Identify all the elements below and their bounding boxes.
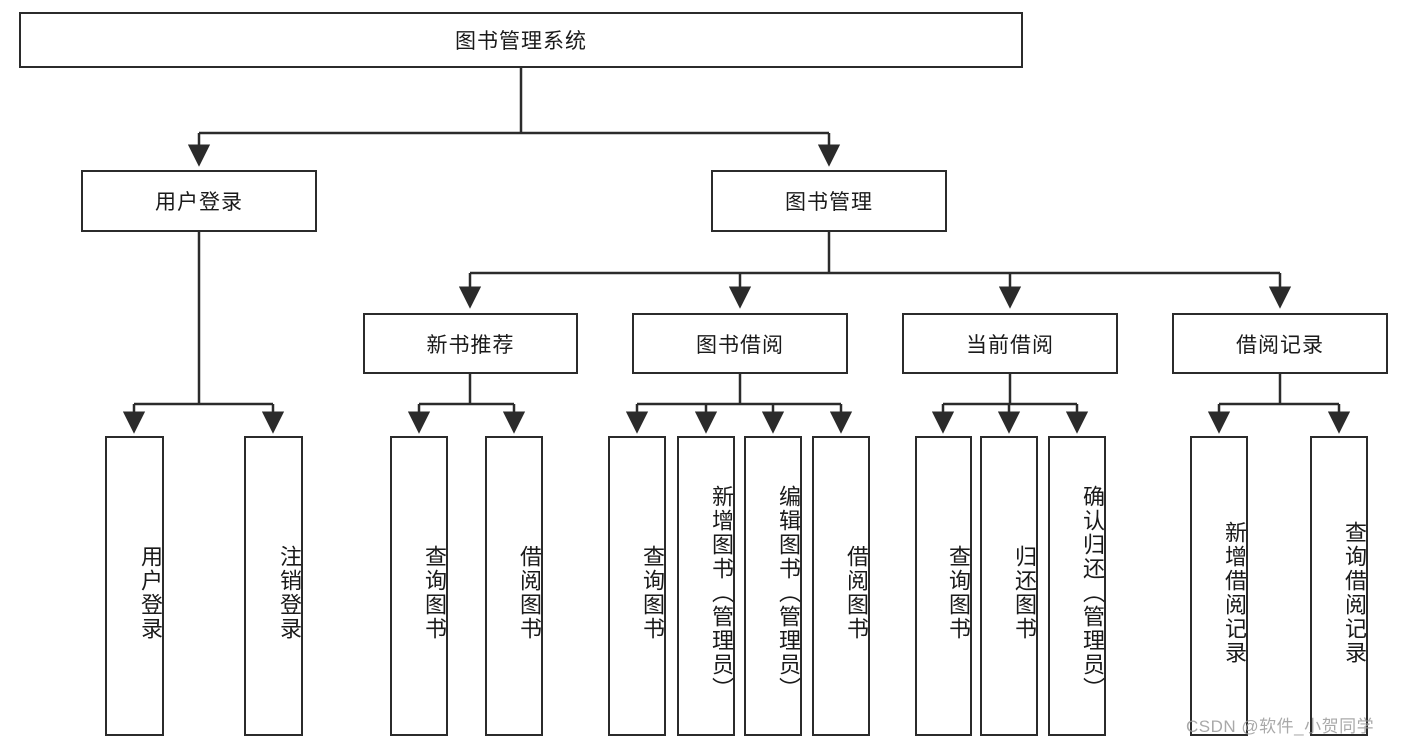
node-book-borrow-label: 图书借阅 [696,333,784,357]
leaf-query-book-current[interactable]: 查询图书 [915,436,972,736]
edge-borrow-to-leaves [625,374,853,434]
node-book-management-label: 图书管理 [785,191,873,214]
leaf-edit-book-admin-label: 编辑图书（管理员） [776,485,801,701]
edge-bookmgmt-to-level3 [458,232,1292,309]
node-user-login-label: 用户登录 [155,191,243,214]
leaf-query-borrow-record-label: 查询借阅记录 [1342,521,1367,665]
leaf-borrow-book[interactable]: 借阅图书 [812,436,870,736]
leaf-query-book-borrow-label: 查询图书 [640,545,665,641]
leaf-return-book-label: 归还图书 [1012,545,1037,641]
node-user-login[interactable]: 用户登录 [81,170,317,232]
edge-current-to-leaves [931,374,1089,434]
node-book-borrow[interactable]: 图书借阅 [632,313,848,374]
leaf-add-borrow-record-label: 新增借阅记录 [1222,521,1247,665]
node-borrow-record[interactable]: 借阅记录 [1172,313,1388,374]
leaf-query-book-borrow[interactable]: 查询图书 [608,436,666,736]
node-book-management[interactable]: 图书管理 [711,170,947,232]
leaf-query-book-current-label: 查询图书 [946,545,971,641]
node-new-book-recommend-label: 新书推荐 [426,333,515,357]
leaf-confirm-return-admin-label: 确认归还（管理员） [1080,485,1105,701]
edge-newbook-to-leaves [407,374,526,434]
edge-record-to-leaves [1207,374,1351,434]
leaf-add-book-admin-label: 新增图书（管理员） [709,485,734,701]
leaf-add-borrow-record[interactable]: 新增借阅记录 [1190,436,1248,736]
node-root-label: 图书管理系统 [455,30,587,53]
csdn-watermark: CSDN @软件_小贺同学 [1186,717,1375,736]
leaf-confirm-return-admin[interactable]: 确认归还（管理员） [1048,436,1106,736]
leaf-borrow-book-newbook[interactable]: 借阅图书 [485,436,543,736]
leaf-return-book[interactable]: 归还图书 [980,436,1038,736]
leaf-query-borrow-record[interactable]: 查询借阅记录 [1310,436,1368,736]
edge-userlogin-to-leaves [122,232,285,434]
node-root[interactable]: 图书管理系统 [19,12,1023,68]
leaf-query-book-newbook-label: 查询图书 [422,545,447,641]
edge-root-to-level2 [187,68,841,167]
leaf-borrow-book-newbook-label: 借阅图书 [517,545,542,641]
leaf-user-login-label: 用户登录 [138,545,163,641]
node-new-book-recommend[interactable]: 新书推荐 [363,313,578,374]
node-current-borrow[interactable]: 当前借阅 [902,313,1118,374]
leaf-query-book-newbook[interactable]: 查询图书 [390,436,448,736]
node-current-borrow-label: 当前借阅 [966,333,1054,357]
leaf-user-login[interactable]: 用户登录 [105,436,164,736]
leaf-add-book-admin[interactable]: 新增图书（管理员） [677,436,735,736]
leaf-edit-book-admin[interactable]: 编辑图书（管理员） [744,436,802,736]
node-borrow-record-label: 借阅记录 [1236,333,1324,357]
leaf-logout-label: 注销登录 [277,545,302,641]
leaf-logout[interactable]: 注销登录 [244,436,303,736]
leaf-borrow-book-label: 借阅图书 [844,545,869,641]
